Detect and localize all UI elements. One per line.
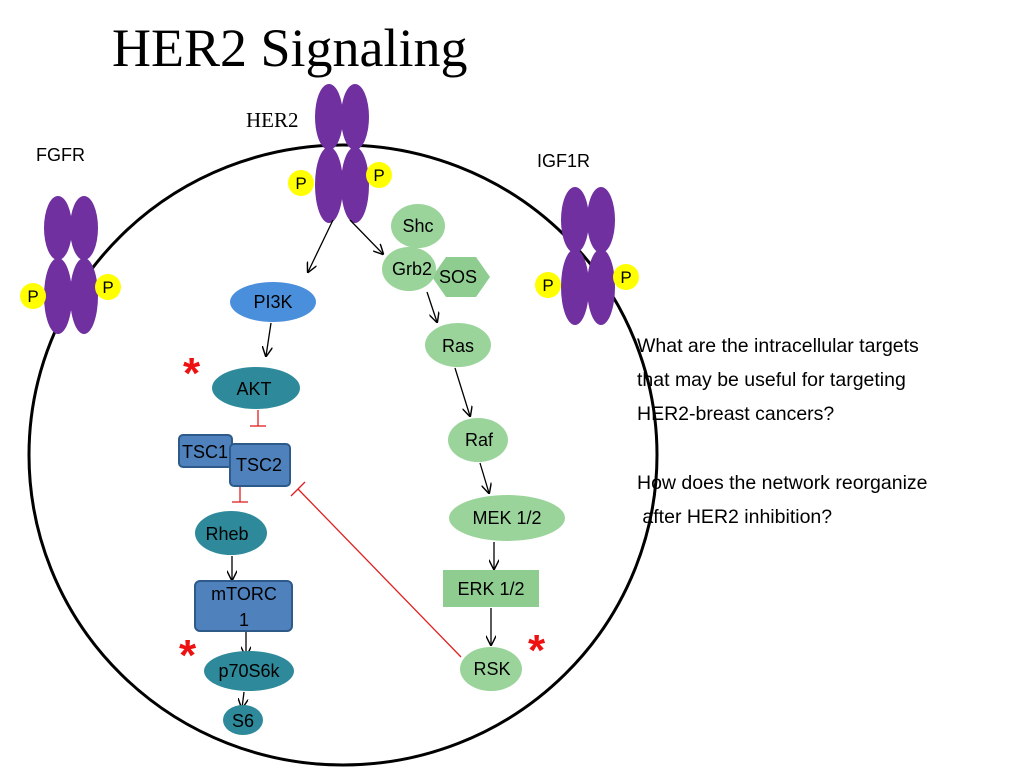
question-2-line-1: How does the network reorganize <box>637 472 928 494</box>
svg-text:S6: S6 <box>232 711 254 731</box>
igf1r-phospho-right: P <box>613 264 639 290</box>
node-raf: Raf <box>448 418 508 462</box>
question-1-line-2: that may be useful for targeting <box>637 369 906 391</box>
node-shc: Shc <box>391 204 445 248</box>
node-erk: ERK 1/2 <box>443 570 539 607</box>
node-akt: AKT <box>212 367 300 409</box>
svg-text:Ras: Ras <box>442 336 474 356</box>
node-sos: SOS <box>432 257 490 297</box>
fgfr-receptor <box>44 196 98 334</box>
question-block: What are the intracellular targets that … <box>637 335 928 528</box>
her2-receptor <box>315 84 369 223</box>
svg-text:P: P <box>102 278 113 297</box>
arrow-raf-to-mek <box>479 462 489 493</box>
inhibit-tsc-rheb <box>232 487 248 503</box>
svg-text:ERK 1/2: ERK 1/2 <box>457 579 524 599</box>
node-p70s6k: p70S6k <box>204 651 294 691</box>
svg-text:P: P <box>620 268 631 287</box>
svg-text:AKT: AKT <box>236 379 271 399</box>
node-pi3k: PI3K <box>230 282 316 322</box>
node-mek: MEK 1/2 <box>449 495 565 541</box>
cell-membrane <box>27 143 659 767</box>
question-1-line-3: HER2-breast cancers? <box>637 403 834 425</box>
svg-text:TSC1: TSC1 <box>182 442 228 462</box>
her2-label: HER2 <box>246 108 299 132</box>
fgfr-phospho-right: P <box>95 274 121 300</box>
igf1r-phospho-left: P <box>535 272 561 298</box>
fgfr-phospho-left: P <box>20 283 46 309</box>
node-s6: S6 <box>223 705 263 735</box>
target-marker-akt: * <box>183 349 201 398</box>
target-marker-p70s6k: * <box>179 631 197 680</box>
svg-text:TSC2: TSC2 <box>236 455 282 475</box>
svg-text:1: 1 <box>239 610 249 630</box>
svg-text:Shc: Shc <box>402 216 433 236</box>
her2-phospho-right: P <box>366 162 392 188</box>
svg-text:P: P <box>542 276 553 295</box>
arrow-her2-to-pi3k <box>308 219 334 272</box>
svg-text:Rheb: Rheb <box>205 524 248 544</box>
svg-text:P: P <box>295 174 306 193</box>
svg-text:MEK 1/2: MEK 1/2 <box>472 508 541 528</box>
node-rsk: RSK <box>460 647 522 691</box>
target-marker-rsk: * <box>528 626 546 675</box>
svg-text:RSK: RSK <box>473 659 510 679</box>
svg-text:SOS: SOS <box>439 267 477 287</box>
node-grb2: Grb2 <box>382 247 436 291</box>
inhibit-akt-tsc <box>250 410 266 427</box>
svg-text:PI3K: PI3K <box>253 292 292 312</box>
node-rheb: Rheb <box>195 511 267 555</box>
arrow-ras-to-raf <box>454 367 470 416</box>
igf1r-receptor <box>561 187 615 325</box>
svg-text:p70S6k: p70S6k <box>218 661 280 681</box>
svg-text:P: P <box>373 166 384 185</box>
node-tsc2: TSC2 <box>229 443 291 487</box>
her2-phospho-left: P <box>288 170 314 196</box>
svg-text:Grb2: Grb2 <box>392 259 432 279</box>
igf1r-label: IGF1R <box>537 151 590 171</box>
svg-text:P: P <box>27 287 38 306</box>
node-mtorc1: mTORC 1 <box>194 580 293 632</box>
svg-text:mTORC: mTORC <box>211 584 277 604</box>
fgfr-label: FGFR <box>36 145 85 165</box>
question-1-line-1: What are the intracellular targets <box>637 335 919 357</box>
inhibit-rsk-tsc2 <box>290 481 462 658</box>
node-tsc1: TSC1 <box>178 434 233 468</box>
svg-text:Raf: Raf <box>465 430 494 450</box>
arrow-pi3k-to-akt <box>266 322 271 356</box>
arrow-grb2-to-ras <box>426 291 437 322</box>
page-title: HER2 Signaling <box>112 18 468 78</box>
question-2-line-2: after HER2 inhibition? <box>637 506 832 528</box>
node-ras: Ras <box>425 323 491 367</box>
arrow-her2-to-grb2 <box>349 219 383 254</box>
